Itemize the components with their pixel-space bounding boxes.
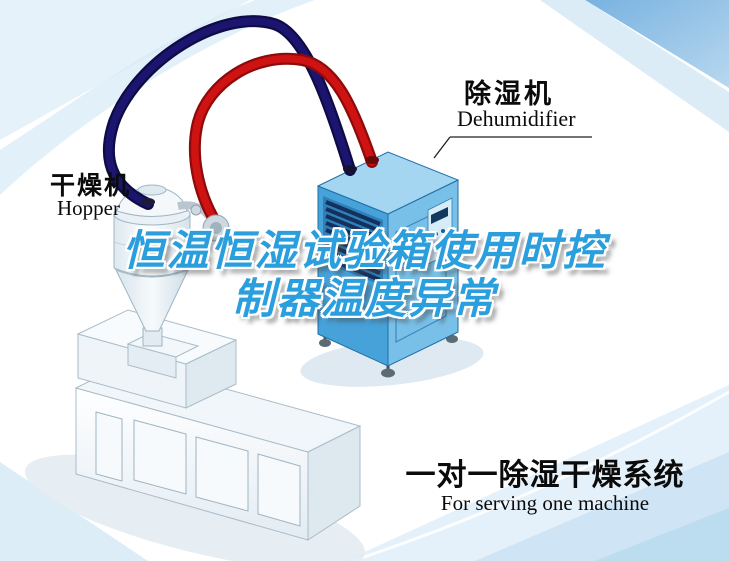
system-label-en: For serving one machine [440,491,650,515]
hose-red [191,55,376,225]
dehumidifier-unit [316,151,460,378]
dehumidifier-label-en: Dehumidifier [457,106,576,131]
system-label-zh: 一对一除湿干燥系统 [405,459,685,492]
hose-blue [105,17,354,208]
injection-molding-machine [74,309,362,541]
hopper-label-zh: 干燥机 [50,172,132,200]
dehumidifier-top-face [316,151,460,215]
hopper-cone [114,269,189,332]
dehumidifier-leader-line [433,136,592,159]
dehumidifier-vents [323,196,383,286]
hopper-label-en: Hopper [57,196,120,220]
hoses [102,15,378,227]
hose-fittings [141,156,379,242]
dehumidifier-control-panel [427,197,453,265]
page-title: 恒温恒湿试验箱使用时控 制器温度异常 [0,228,729,324]
page-title-line1: 恒温恒湿试验箱使用时控 [122,229,607,275]
machine-panel-doors [95,411,301,527]
hopper-body [113,213,191,277]
page-title-line2: 制器温度异常 [232,277,497,323]
dehumidifier-label-zh: 除湿机 [464,79,554,109]
